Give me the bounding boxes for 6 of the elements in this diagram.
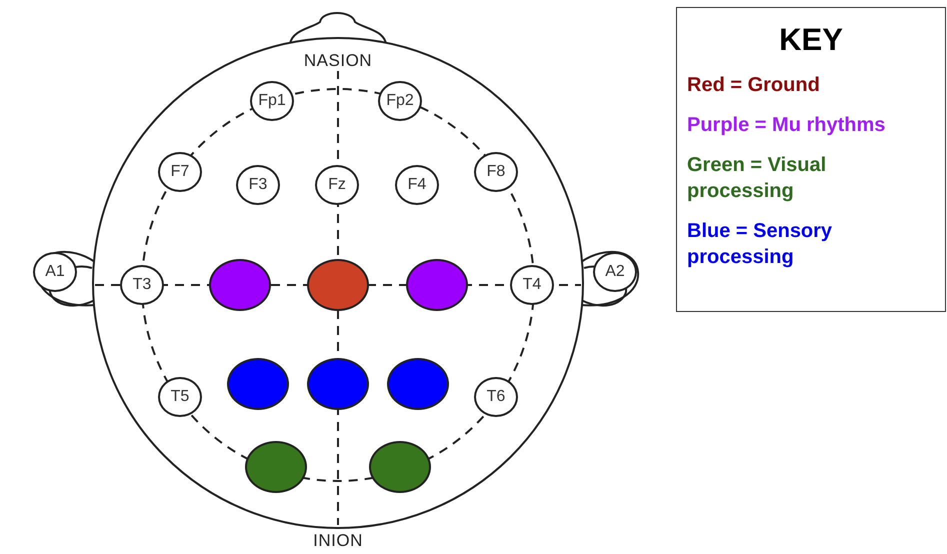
legend-entry: Green = Visual processing bbox=[687, 153, 828, 204]
key-title: KEY bbox=[778, 22, 844, 58]
legend-entry: Red = Ground bbox=[687, 73, 821, 98]
legend-entry: Purple = Mu rhythms bbox=[687, 113, 886, 138]
legend-entry: Blue = Sensory processing bbox=[687, 219, 834, 270]
electrode: A1 bbox=[33, 252, 77, 292]
